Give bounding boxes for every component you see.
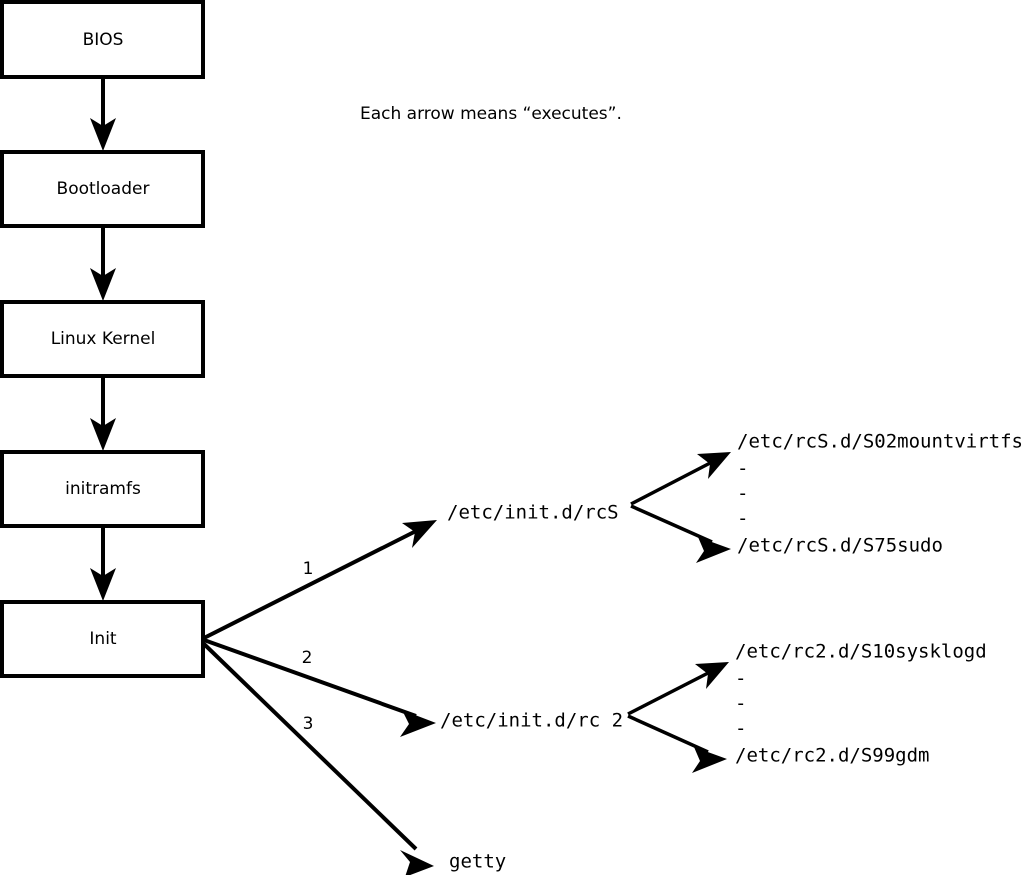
- rcs-script-last: /etc/rcS.d/S75sudo: [737, 535, 943, 557]
- arrow-shaft: [203, 638, 417, 718]
- linux-kernel-box[interactable]: [0, 300, 205, 378]
- arrow-head: [400, 850, 434, 875]
- target-label-rc2: /etc/init.d/rc 2: [440, 710, 623, 732]
- arrow-head: [696, 537, 731, 563]
- linux-kernel-box-label: Linux Kernel: [51, 329, 156, 349]
- edge-label-2: 2: [302, 648, 313, 668]
- arrow-head: [695, 662, 729, 689]
- rcs-ellipsis-dash-3: -: [737, 508, 748, 530]
- bootloader-box[interactable]: [0, 150, 205, 228]
- initramfs-box-label: initramfs: [65, 479, 141, 499]
- rcs-ellipsis-dash-1: -: [737, 458, 748, 480]
- target-label-getty: getty: [449, 851, 506, 873]
- node-bootloader[interactable]: Bootloader: [0, 150, 205, 228]
- arrow-rc2-to-first-script: [627, 662, 729, 716]
- node-linux-kernel[interactable]: Linux Kernel: [0, 300, 205, 378]
- rc2-script-first: /etc/rc2.d/S10sysklogd: [735, 641, 987, 663]
- arrow-head: [402, 520, 437, 548]
- arrow-shaft: [202, 642, 418, 851]
- arrow-head: [90, 568, 116, 601]
- edge-label-3: 3: [303, 714, 314, 734]
- arrow-rcs-to-last-script: [630, 504, 731, 563]
- target-label-rcs: /etc/init.d/rcS: [447, 502, 619, 524]
- rc2-ellipsis-dash-3: -: [735, 718, 746, 740]
- init-box-label: Init: [89, 629, 117, 649]
- arrow-head: [400, 710, 436, 737]
- arrow-head: [692, 747, 727, 773]
- rc2-ellipsis-dash-1: -: [735, 668, 746, 690]
- bios-box[interactable]: [0, 0, 205, 79]
- node-init[interactable]: Init: [0, 600, 205, 678]
- arrow-rcs-to-first-script: [630, 452, 731, 506]
- node-initramfs[interactable]: initramfs: [0, 450, 205, 528]
- arrow-head: [90, 118, 116, 151]
- arrow-head: [90, 418, 116, 451]
- arrow-init-to-getty: [202, 642, 434, 875]
- initramfs-box[interactable]: [0, 450, 205, 528]
- bootloader-box-label: Bootloader: [57, 179, 150, 199]
- diagram-caption: Each arrow means “executes”.: [360, 104, 622, 124]
- bios-box-label: BIOS: [83, 30, 124, 50]
- rcs-script-first: /etc/rcS.d/S02mountvirtfs: [737, 431, 1023, 453]
- arrow-init-to-rc2: [203, 638, 436, 737]
- arrow-initramfs-to-init: [90, 528, 116, 601]
- arrow-shaft: [630, 459, 715, 506]
- arrow-rc2-to-last-script: [627, 714, 727, 773]
- arrow-head: [90, 268, 116, 301]
- arrow-head: [697, 452, 731, 479]
- node-bios[interactable]: BIOS: [0, 0, 205, 79]
- rc2-script-last: /etc/rc2.d/S99gdm: [735, 745, 929, 767]
- arrow-shaft: [627, 669, 713, 716]
- edge-label-1: 1: [303, 559, 314, 579]
- arrow-shaft: [630, 504, 713, 544]
- arrow-bootloader-to-kernel: [90, 228, 116, 301]
- arrow-shaft: [203, 527, 421, 640]
- rcs-ellipsis-dash-2: -: [737, 483, 748, 505]
- arrow-kernel-to-initramfs: [90, 378, 116, 451]
- rc2-ellipsis-dash-2: -: [735, 693, 746, 715]
- arrow-bios-to-bootloader: [90, 79, 116, 151]
- init-box[interactable]: [0, 600, 205, 678]
- arrow-init-to-rcs: [203, 520, 437, 640]
- arrow-shaft: [627, 714, 709, 754]
